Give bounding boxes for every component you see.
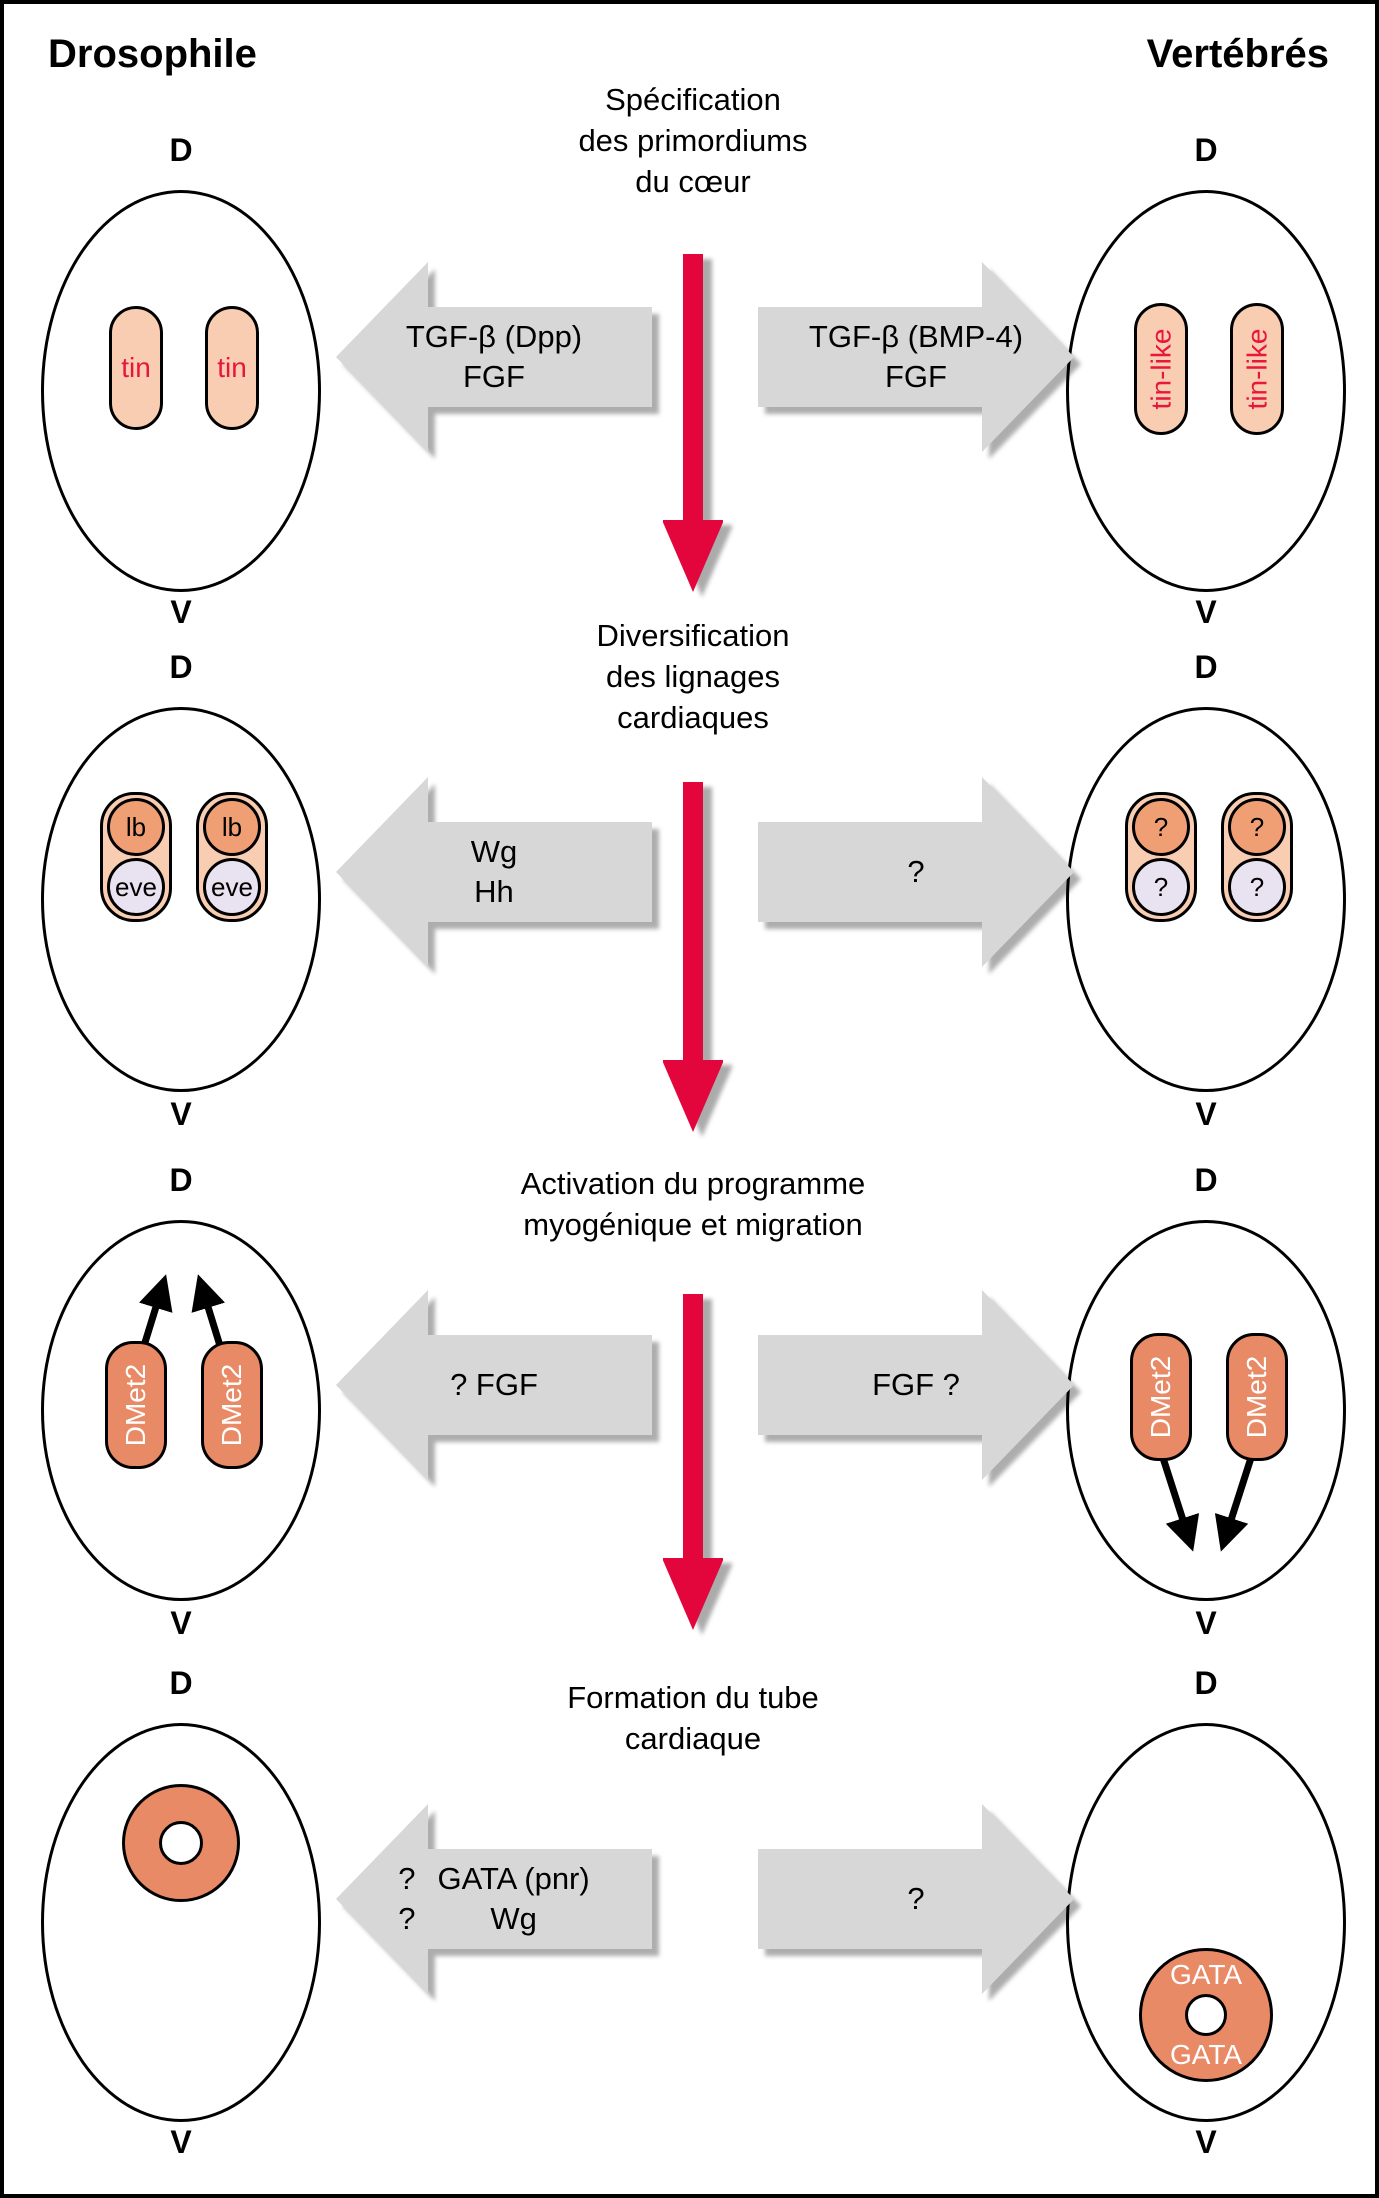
ventral-label: V xyxy=(1195,594,1217,630)
ventral-label: V xyxy=(170,1096,192,1132)
signal-label: TGF-β (BMP-4) FGF xyxy=(808,319,1024,394)
tin-cell-left: tin xyxy=(109,306,163,430)
cardiac-tube-ventral: GATA GATA xyxy=(1139,1948,1273,2082)
dmet2-cell-right: DMet2 xyxy=(1226,1333,1288,1461)
signal-arrow-left-row1-shape: TGF-β (Dpp) FGF xyxy=(336,262,652,452)
flow-arrow-down-2-shape xyxy=(663,782,723,1132)
unknown-cell: ? xyxy=(1228,798,1286,856)
dorsal-label: D xyxy=(1194,649,1218,685)
signal-arrow-left-row3: ? FGF xyxy=(336,1290,652,1480)
flow-arrow-down-2 xyxy=(663,782,723,1132)
signal-arrow-left-row4: ? ? GATA (pnr) Wg xyxy=(336,1804,652,1994)
lb-cell: lb xyxy=(203,798,261,856)
dmet2-cell-left: DMet2 xyxy=(105,1341,167,1469)
dorsal-label: D xyxy=(169,649,193,685)
gata-label-top: GATA xyxy=(1169,1959,1243,1990)
tin-cell-right: tin xyxy=(205,306,259,430)
tube-lumen xyxy=(159,1821,203,1865)
embryo-vertebrate-row4: GATA GATA xyxy=(1066,1723,1346,2122)
unknown-cell: ? xyxy=(1132,858,1190,916)
embryo-vertebrate-row3: DMet2 DMet2 xyxy=(1066,1220,1346,1601)
signal-arrow-right-row3-shape: FGF ? xyxy=(758,1290,1074,1480)
tin-like-label: tin-like xyxy=(1145,328,1177,410)
unknown-cell: ? xyxy=(1132,798,1190,856)
signal-arrow-left-row1: TGF-β (Dpp) FGF xyxy=(336,262,652,452)
tin-like-label: tin-like xyxy=(1241,328,1273,410)
signal-arrow-right-row4: ? xyxy=(758,1804,1074,1994)
signal-arrow-left-row3-shape: ? FGF xyxy=(336,1290,652,1480)
column-title-vertebrates: Vertébrés xyxy=(1146,32,1329,76)
signal-label: FGF ? xyxy=(872,1367,960,1403)
embryo-vertebrate-row2: ? ? ? ? xyxy=(1066,707,1346,1092)
stage-title-1: Spécification des primordiums du cœur xyxy=(578,82,808,199)
unknown-cell: ? xyxy=(1228,858,1286,916)
signal-arrow-right-row2: ? xyxy=(758,777,1074,967)
cardiac-lineage-left: lb eve xyxy=(100,792,172,922)
dorsal-label: D xyxy=(1194,132,1218,168)
ventral-label: V xyxy=(170,1605,192,1641)
signal-label: Wg Hh xyxy=(470,834,518,909)
question-marks: ? ? xyxy=(398,1861,416,1936)
stage-title-2: Diversification des lignages cardiaques xyxy=(596,618,790,735)
signal-arrow-left-row2-shape: Wg Hh xyxy=(336,777,652,967)
ventral-label: V xyxy=(1195,2124,1217,2160)
tin-like-cell-left: tin-like xyxy=(1134,303,1188,435)
signal-label: ? FGF xyxy=(450,1367,538,1403)
flow-arrow-down-3 xyxy=(663,1294,723,1630)
dorsal-label: D xyxy=(1194,1665,1218,1701)
cardiac-lineage-right: lb eve xyxy=(196,792,268,922)
dorsal-label: D xyxy=(169,1162,193,1198)
dmet2-label: DMet2 xyxy=(120,1363,151,1447)
flow-arrow-down-1-shape xyxy=(663,254,723,592)
signal-arrow-right-row4-shape: ? xyxy=(758,1804,1074,1994)
stage-title-3: Activation du programme myogénique et mi… xyxy=(520,1166,866,1242)
dmet2-cell-left: DMet2 xyxy=(1130,1333,1192,1461)
flow-arrow-down-3-shape xyxy=(663,1294,723,1630)
tube-lumen xyxy=(1185,1994,1227,2036)
embryo-drosophila-row4 xyxy=(41,1723,321,2122)
column-title-drosophila: Drosophile xyxy=(48,32,257,76)
ventral-label: V xyxy=(170,2124,192,2160)
stage-title-4: Formation du tube cardiaque xyxy=(567,1680,819,1756)
signal-arrow-right-row2-shape: ? xyxy=(758,777,1074,967)
signal-arrow-right-row1: TGF-β (BMP-4) FGF xyxy=(758,262,1074,452)
signal-label: ? ? GATA (pnr) Wg xyxy=(398,1859,589,1938)
lb-cell: lb xyxy=(107,798,165,856)
migration-arrows-dorsal xyxy=(126,1274,238,1393)
tin-like-cell-right: tin-like xyxy=(1230,303,1284,435)
signal-arrow-left-row4-shape: ? ? GATA (pnr) Wg xyxy=(336,1804,652,1994)
flow-arrow-down-1 xyxy=(663,254,723,592)
eve-cell: eve xyxy=(107,858,165,916)
migration-arrows-ventral xyxy=(1151,1431,1263,1552)
gene-names: GATA (pnr) Wg xyxy=(437,1861,590,1936)
dorsal-label: D xyxy=(169,132,193,168)
dorsal-label: D xyxy=(1194,1162,1218,1198)
embryo-drosophila-row3: DMet2 DMet2 xyxy=(41,1220,321,1601)
cardiac-lineage-right: ? ? xyxy=(1221,792,1293,922)
signal-label: TGF-β (Dpp) FGF xyxy=(405,319,583,394)
dmet2-label: DMet2 xyxy=(1241,1355,1272,1439)
ventral-label: V xyxy=(170,594,192,630)
gata-label-bottom: GATA xyxy=(1169,2039,1243,2070)
embryo-drosophila-row2: lb eve lb eve xyxy=(41,707,321,1092)
ventral-label: V xyxy=(1195,1096,1217,1132)
dmet2-label: DMet2 xyxy=(1145,1355,1176,1439)
embryo-drosophila-row1: tin tin xyxy=(41,190,321,592)
cardiac-tube-dorsal xyxy=(122,1784,240,1902)
dmet2-label: DMet2 xyxy=(216,1363,247,1447)
dorsal-label: D xyxy=(169,1665,193,1701)
embryo-vertebrate-row1: tin-like tin-like xyxy=(1066,190,1346,592)
cardiac-lineage-left: ? ? xyxy=(1125,792,1197,922)
ventral-label: V xyxy=(1195,1605,1217,1641)
signal-arrow-left-row2: Wg Hh xyxy=(336,777,652,967)
signal-arrow-right-row1-shape: TGF-β (BMP-4) FGF xyxy=(758,262,1074,452)
dmet2-cell-right: DMet2 xyxy=(201,1341,263,1469)
eve-cell: eve xyxy=(203,858,261,916)
signal-label: ? xyxy=(907,1881,925,1917)
signal-label: ? xyxy=(907,854,925,890)
signal-arrow-right-row3: FGF ? xyxy=(758,1290,1074,1480)
